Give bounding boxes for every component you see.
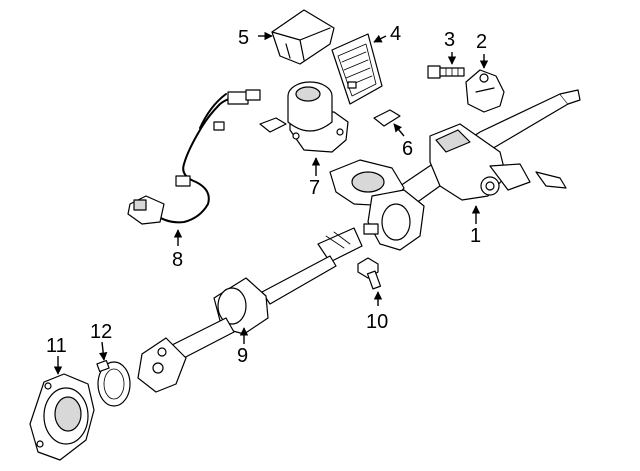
part-7-motor <box>259 81 349 153</box>
part-4-module <box>331 33 383 105</box>
callout-8: 8 <box>172 249 183 271</box>
part-6-plate <box>373 109 401 127</box>
callout-1: 1 <box>470 225 481 247</box>
callout-2: 2 <box>476 31 487 53</box>
callout-3: 3 <box>444 29 455 51</box>
callout-5: 5 <box>238 27 249 49</box>
part-10-bolt <box>357 257 382 290</box>
part-8-harness <box>127 89 261 225</box>
callout-10: 10 <box>366 311 388 333</box>
callout-9: 9 <box>237 345 248 367</box>
part-9-shaft <box>137 227 363 393</box>
leader-lines <box>53 31 489 375</box>
callout-12: 12 <box>90 321 112 343</box>
part-5-cover <box>271 9 335 65</box>
callout-4: 4 <box>390 23 401 45</box>
callout-6: 6 <box>402 138 413 160</box>
part-2-switch <box>465 69 505 113</box>
callout-7: 7 <box>309 177 320 199</box>
part-1-column <box>329 89 581 251</box>
part-12-clamp <box>96 359 131 407</box>
callout-11: 11 <box>46 335 67 357</box>
part-3-sensor <box>427 65 465 79</box>
part-11-boot <box>29 373 95 461</box>
